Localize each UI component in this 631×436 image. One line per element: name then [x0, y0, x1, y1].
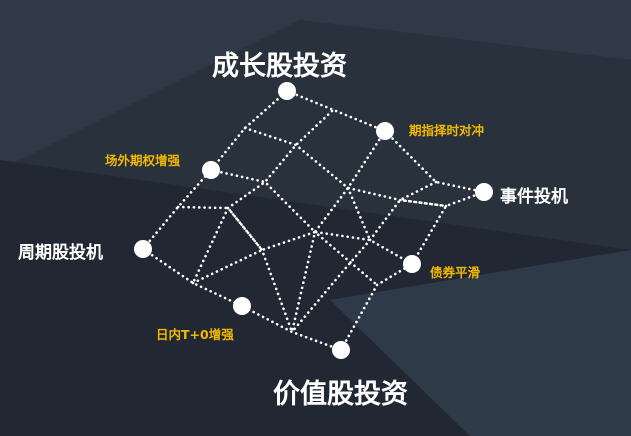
node-growth — [278, 82, 296, 100]
node-futures-hedge — [376, 122, 394, 140]
node-event — [475, 183, 493, 201]
title-growth-investing: 成长股投资 — [212, 51, 347, 82]
label-cyclical: 周期股投机 — [18, 243, 103, 263]
node-t0 — [233, 297, 251, 315]
label-t0: 日内T+0增强 — [156, 327, 234, 342]
title-value-investing: 价值股投资 — [273, 379, 408, 410]
label-bond: 债券平滑 — [430, 265, 481, 280]
label-otc-options: 场外期权增强 — [105, 153, 181, 168]
node-bond — [403, 255, 421, 273]
node-value — [332, 341, 350, 359]
label-event: 事件投机 — [500, 187, 568, 207]
label-futures-hedge: 期指择时对冲 — [409, 123, 485, 138]
node-cyclical — [134, 240, 152, 258]
node-otc-options — [202, 161, 220, 179]
